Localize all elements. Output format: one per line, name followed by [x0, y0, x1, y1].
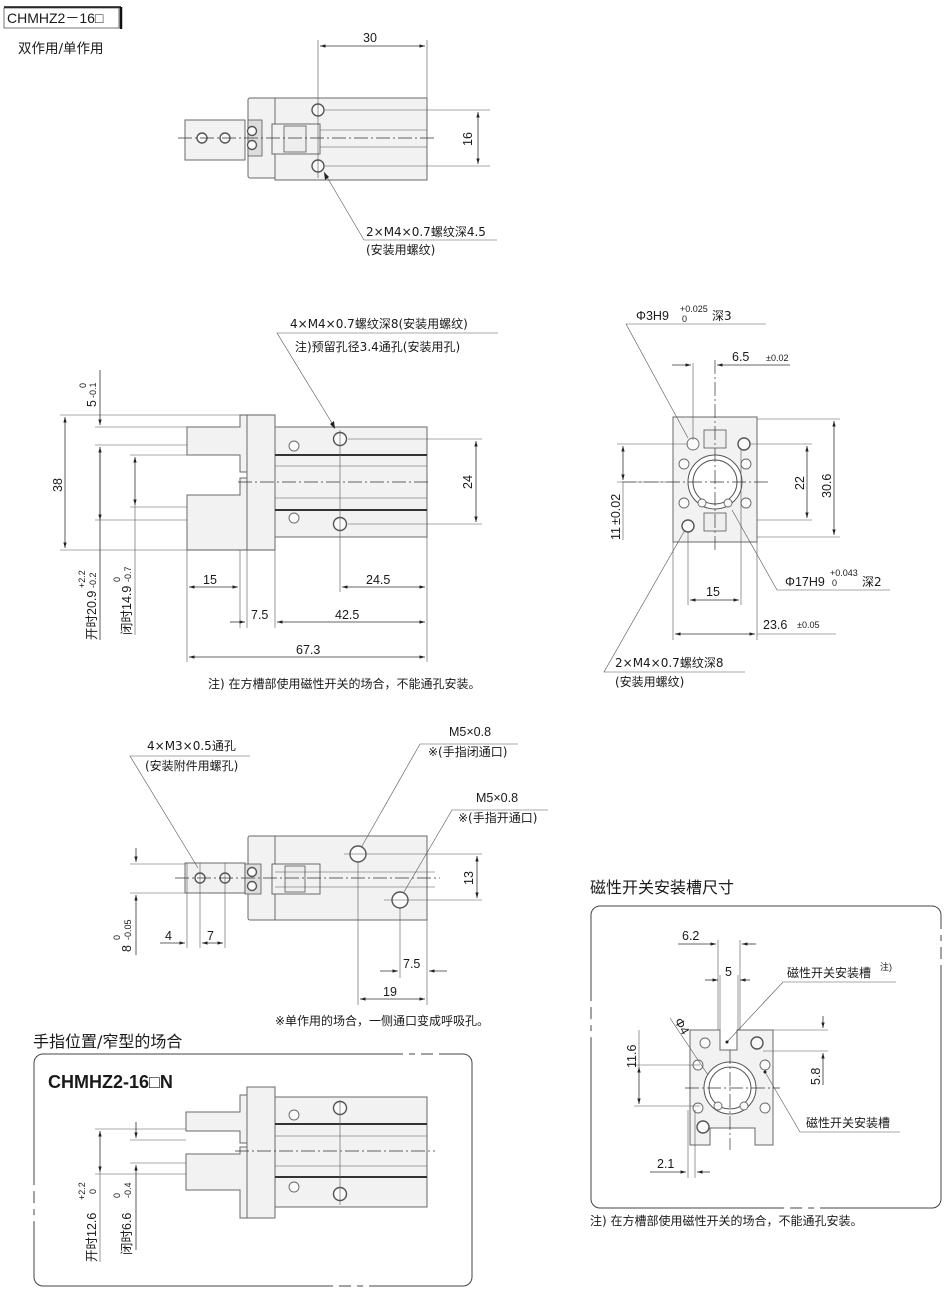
dim-16: 16 [461, 132, 475, 146]
port-open-size: M5×0.8 [476, 791, 518, 805]
narrow-dim-closed: 闭时6.6 [120, 1213, 134, 1255]
tol-upper: +0.043 [830, 568, 858, 578]
pin-hole-depth: 深3 [712, 309, 732, 323]
dim-19: 19 [383, 985, 397, 999]
switch-note: 注) 在方槽部使用磁性开关的场合，不能通孔安装。 [590, 1213, 863, 1228]
tol: ±0.05 [797, 620, 819, 630]
subtitle: 双作用/单作用 [18, 41, 104, 57]
dim-15: 15 [706, 585, 720, 599]
dim-5-8: 5.8 [809, 1068, 823, 1085]
dim-phi4: Φ4 [671, 1016, 692, 1038]
model-label-box [3, 7, 120, 29]
narrow-section-title: 手指位置/窄型的场合 [33, 1032, 182, 1051]
narrow-model-label: CHMHZ2-16□N [48, 1072, 173, 1092]
screw-icon [246, 866, 258, 878]
switch-slot-section: 磁性开关安装槽尺寸 6.2 5 磁性开关安装槽 注) Φ4 [590, 878, 942, 1228]
bottom-view: 4×M3×0.5通孔 (安装附件用螺孔) M5×0.8 ※(手指闭通口) M5×… [112, 725, 548, 1028]
switch-section-frame [590, 905, 942, 1209]
tol-upper: 0 [112, 935, 122, 940]
top-callout-line2: (安装用螺纹) [366, 242, 435, 257]
dim-23-6: 23.6 [763, 618, 787, 632]
screw-icon [246, 139, 258, 151]
tol-upper: 0 [112, 577, 122, 582]
dim-30: 30 [363, 31, 377, 45]
narrow-section: 手指位置/窄型的场合 CHMHZ2-16□N 开时12.6 +2.2 0 闭时6… [33, 1032, 473, 1287]
bottom-callout-a-line1: 4×M3×0.5通孔 [147, 739, 236, 753]
dim-30-6: 30.6 [820, 474, 834, 498]
switch-section-title: 磁性开关安装槽尺寸 [590, 878, 734, 897]
dim-38: 38 [51, 478, 65, 492]
dim-24: 24 [461, 475, 475, 489]
dim-5: 5 [85, 400, 99, 407]
bottom-callout-a-line2: (安装附件用螺孔) [145, 758, 238, 773]
dim-13: 13 [462, 871, 476, 885]
tol-upper: +0.025 [680, 304, 708, 314]
end-view: 6.5 ±0.02 Φ3H9 +0.025 0 深3 22 30.6 11 ±0… [603, 304, 890, 689]
tol-upper: +2.2 [77, 570, 87, 588]
dim-6-5: 6.5 [732, 350, 749, 364]
side-note: 注) 在方槽部使用磁性开关的场合，不能通孔安装。 [208, 676, 481, 691]
pin-hole-spec: Φ3H9 [636, 309, 669, 323]
tol-lower: 0 [832, 578, 837, 588]
screw-icon [246, 880, 258, 892]
tol: ±0.02 [609, 494, 623, 525]
slot-label-top: 磁性开关安装槽 [787, 965, 871, 980]
end-callout-line1: 2×M4×0.7螺纹深8 [615, 656, 723, 670]
bore-spec: Φ17H9 [785, 575, 825, 589]
model-header: CHMHZ2－16□ 双作用/单作用 [3, 6, 123, 57]
narrow-dim-open: 开时12.6 [85, 1213, 99, 1262]
dim-closed: 闭时14.9 [120, 586, 134, 635]
screw-icon [246, 125, 258, 137]
slot-label-note: 注) [880, 961, 892, 972]
tol-lower: -0.4 [123, 1182, 133, 1198]
dim-22: 22 [793, 476, 807, 490]
dim-15: 15 [203, 573, 217, 587]
dim-7-5: 7.5 [251, 608, 268, 622]
narrow-section-frame [33, 1053, 473, 1287]
dim-8: 8 [120, 945, 134, 952]
dim-24-5: 24.5 [366, 573, 390, 587]
port-closed-size: M5×0.8 [449, 725, 491, 739]
bottom-note: ※单作用的场合，一侧通口变成呼吸孔。 [275, 1013, 489, 1028]
tol-upper: 0 [112, 1193, 122, 1198]
dim-5: 5 [725, 965, 732, 979]
bore-depth: 深2 [862, 575, 882, 589]
top-view: 30 16 2×M4×0.7螺纹深4.5 (安装用螺纹) [178, 31, 497, 257]
dim-6-2: 6.2 [682, 929, 699, 943]
end-callout-line2: (安装用螺纹) [615, 674, 684, 689]
side-view: 4×M4×0.7螺纹深8(安装用螺纹) 注)预留孔径3.4通孔(安装用孔) 38… [51, 316, 498, 691]
dim-11: 11 [609, 527, 623, 540]
port-open-label: ※(手指开通口) [458, 810, 537, 825]
dim-67-3: 67.3 [296, 643, 320, 657]
dim-11-6: 11.6 [625, 1045, 639, 1068]
slot-label-side: 磁性开关安装槽 [806, 1115, 890, 1130]
dim-open: 开时20.9 [85, 591, 99, 640]
tol-lower: 0 [682, 314, 687, 324]
side-callout-line1: 4×M4×0.7螺纹深8(安装用螺纹) [290, 316, 468, 331]
port-closed-label: ※(手指闭通口) [428, 744, 507, 759]
tol-lower: -0.1 [88, 382, 98, 398]
tol-upper: 0 [78, 383, 88, 388]
dim-4: 4 [165, 929, 172, 943]
side-callout-line2: 注)预留孔径3.4通孔(安装用孔) [295, 339, 460, 354]
tol-lower: -0.05 [123, 919, 133, 940]
dim-2-1: 2.1 [657, 1157, 674, 1171]
dim-42-5: 42.5 [335, 608, 359, 622]
dim-7-5: 7.5 [403, 957, 420, 971]
top-callout-line1: 2×M4×0.7螺纹深4.5 [366, 225, 486, 239]
tol-lower: 0 [88, 1189, 98, 1194]
tol-upper: +2.2 [77, 1182, 87, 1200]
model-label: CHMHZ2－16□ [7, 10, 104, 26]
tol-lower: -0.7 [123, 566, 133, 582]
tol: ±0.02 [766, 353, 788, 363]
dim-7: 7 [207, 929, 214, 943]
tol-lower: -0.2 [88, 572, 98, 588]
